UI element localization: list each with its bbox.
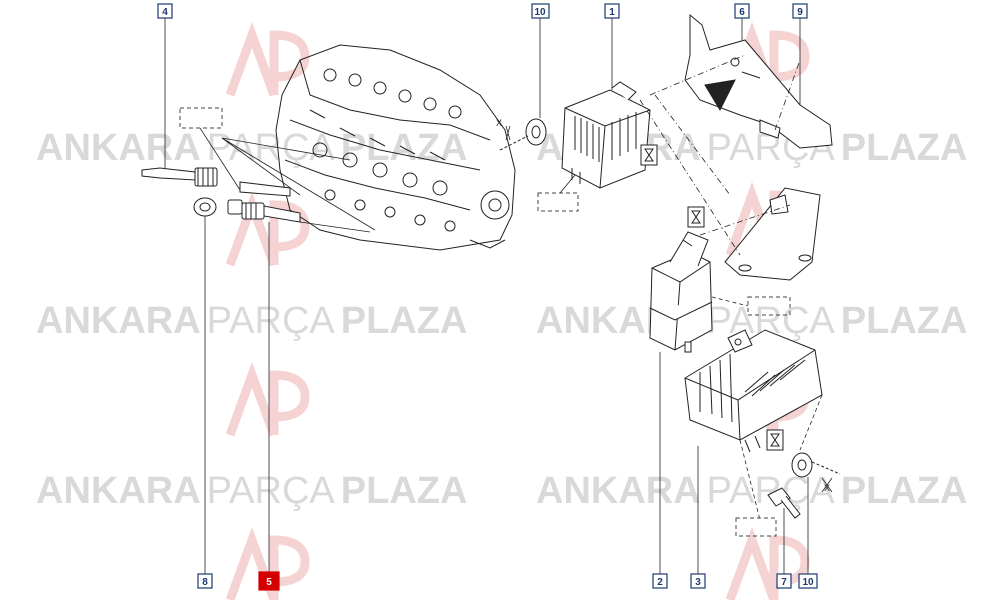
reference-box — [747, 296, 791, 316]
callout-label: 10 — [534, 7, 546, 18]
nut-10-upper — [499, 118, 547, 151]
bracket-6 — [684, 13, 833, 149]
leader-line — [559, 174, 576, 194]
leader-line — [711, 296, 749, 307]
callout-label: 6 — [739, 7, 745, 18]
glow-plug-upper — [239, 181, 291, 197]
callout-10-lower[interactable]: 10 — [798, 573, 818, 589]
ap-logo-watermark — [725, 526, 810, 600]
callout-5[interactable]: 5 — [258, 571, 280, 591]
ap-logo-watermark — [225, 361, 310, 437]
leader-lines-glow — [199, 127, 376, 233]
nut-10-lower — [791, 452, 841, 493]
callout-1[interactable]: 1 — [604, 3, 620, 19]
torque-mark: X — [824, 483, 830, 493]
callout-label: 3 — [695, 577, 701, 588]
engine-block — [275, 44, 516, 251]
relay-1 — [561, 81, 651, 189]
dash-lines-relay3 — [739, 394, 823, 521]
callout-4[interactable]: 4 — [157, 3, 173, 19]
ap-logo-watermark — [225, 21, 310, 97]
callout-label: 2 — [657, 577, 663, 588]
glow-plug-5 — [227, 199, 301, 223]
relay-3 — [684, 329, 823, 453]
nut-8 — [193, 197, 217, 217]
callout-label: 1 — [609, 7, 615, 18]
glow-plug-4 — [141, 167, 218, 187]
callout-2[interactable]: 2 — [652, 573, 668, 589]
callout-9[interactable]: 9 — [792, 3, 808, 19]
callout-6[interactable]: 6 — [734, 3, 750, 19]
callout-label: 4 — [162, 7, 168, 18]
torque-mark: X — [496, 118, 502, 128]
callout-10-upper[interactable]: 10 — [531, 3, 550, 19]
callout-label: 10 — [802, 577, 814, 588]
callout-label: 7 — [781, 577, 787, 588]
reference-box — [179, 107, 223, 129]
reference-box — [537, 192, 579, 212]
dash-dot-lines — [639, 54, 801, 256]
ap-logo-watermark — [225, 526, 310, 600]
reference-box — [735, 517, 777, 537]
callout-8[interactable]: 8 — [197, 573, 213, 589]
hourglass-icon — [640, 144, 658, 166]
callout-3[interactable]: 3 — [690, 573, 706, 589]
relay-2 — [649, 231, 713, 353]
callout-label: 8 — [202, 577, 208, 588]
hourglass-icon — [687, 206, 705, 228]
hourglass-icon — [766, 429, 784, 451]
callout-label: 9 — [797, 7, 803, 18]
callout-label: 5 — [266, 577, 272, 588]
callout-leaders — [164, 18, 809, 574]
bolt-7 — [767, 487, 801, 519]
callout-7[interactable]: 7 — [776, 573, 792, 589]
bracket-9 — [724, 187, 821, 281]
